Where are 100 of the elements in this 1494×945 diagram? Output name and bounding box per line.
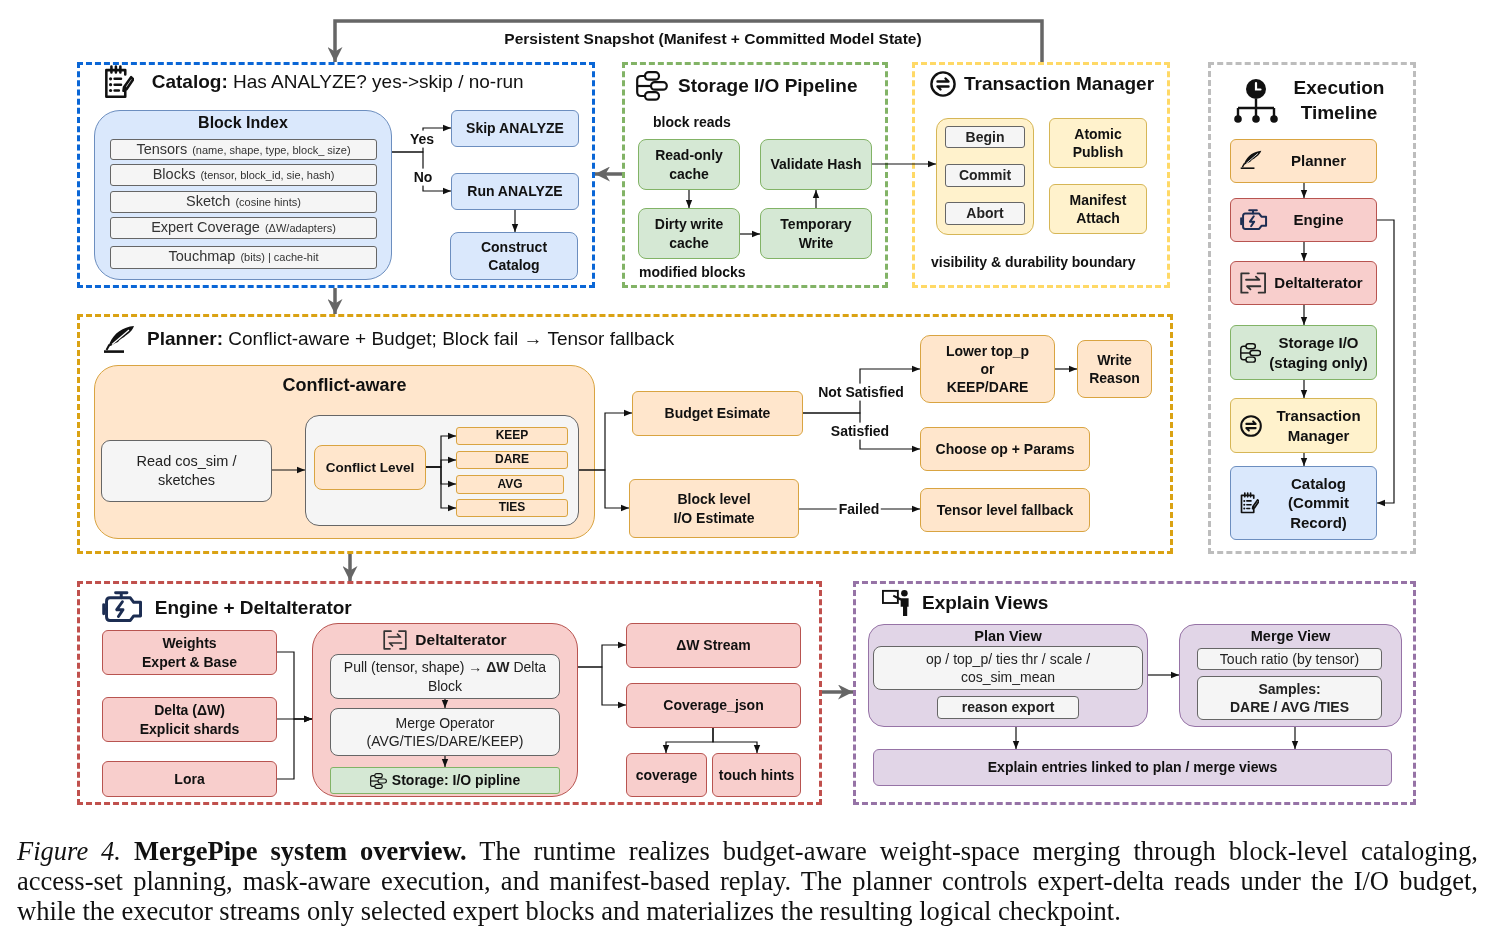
index-row xyxy=(110,191,377,213)
arrow xyxy=(1300,304,1308,326)
arrow xyxy=(871,160,937,168)
arrow xyxy=(441,698,449,709)
process-box xyxy=(456,427,568,445)
box-label: Atomic Publish xyxy=(1071,124,1125,162)
section-title: Explain Views xyxy=(922,590,1049,615)
box-label: Coverage_json xyxy=(663,696,764,715)
arrow xyxy=(1300,452,1308,467)
box-label: Read cos_sim / sketches xyxy=(135,452,238,490)
box-label: Merge Operator (AVG/TIES/DARE/KEEP) xyxy=(365,713,525,751)
arrow xyxy=(1012,726,1020,750)
box-label: DARE xyxy=(495,452,529,468)
arrow xyxy=(441,755,449,768)
arrow xyxy=(327,288,343,314)
box-label: Write Reason xyxy=(1088,350,1141,388)
process-box xyxy=(638,208,740,259)
section-title: Execution Timeline xyxy=(1292,76,1386,125)
node-caption: block reads xyxy=(653,114,731,130)
box-label: Run ANALYZE xyxy=(467,182,563,201)
box-label: Conflict Level xyxy=(325,458,415,477)
process-box xyxy=(638,139,740,190)
field-name: Tensors xyxy=(136,140,188,159)
box-label: AVG xyxy=(497,476,523,493)
process-box xyxy=(450,232,578,280)
group-panel xyxy=(305,415,579,526)
box-label: reason export xyxy=(961,698,1055,717)
group-panel xyxy=(936,118,1034,235)
arrow xyxy=(739,230,761,238)
arrow xyxy=(595,166,622,182)
box-label: Delta (ΔW) Explicit shards xyxy=(138,701,241,738)
group-panel xyxy=(312,623,578,797)
box-label: KEEP xyxy=(495,428,529,444)
box-label: Construct Catalog xyxy=(479,237,549,275)
box-label: Budget Esimate xyxy=(664,404,771,423)
timeline-step-box xyxy=(1230,466,1377,540)
arrow xyxy=(342,554,358,581)
arrow xyxy=(577,666,627,709)
process-box xyxy=(456,499,568,517)
dashed-section-frame xyxy=(853,581,1416,805)
process-box xyxy=(760,208,872,259)
process-box xyxy=(456,451,568,469)
box-label: DeltaIterator xyxy=(1274,273,1363,293)
edge-label: Not Satisfied xyxy=(816,383,906,401)
index-row xyxy=(110,164,377,186)
box-label: Block level I/O Estimate xyxy=(672,490,756,527)
box-label: Catalog (Commit Record) xyxy=(1287,473,1350,533)
box-label: ΔW Stream xyxy=(676,636,751,655)
box-label: Temporary Write xyxy=(779,215,853,252)
box-label: Begin xyxy=(965,127,1005,147)
arrow xyxy=(1147,671,1180,679)
field-name: Expert Coverage xyxy=(151,218,260,237)
index-row xyxy=(110,139,377,160)
process-box xyxy=(760,139,872,190)
field-details: (tensor, block_id, sie, hash) xyxy=(200,168,335,183)
process-box xyxy=(632,391,803,436)
index-row xyxy=(110,246,377,269)
field-name: Touchmap xyxy=(168,247,236,266)
box-label: Weights Expert & Base xyxy=(141,634,238,671)
section-title: Catalog: Has ANALYZE? yes->skip / no-run xyxy=(151,69,524,94)
field-details: (cosine hints) xyxy=(235,195,301,210)
arrow xyxy=(812,189,820,209)
section-title: Transaction Manager xyxy=(964,71,1155,96)
box-label: DARE / AVG /TIES xyxy=(1230,698,1349,717)
box-label: Storage: I/O pipline xyxy=(391,771,521,790)
arrow xyxy=(276,715,313,780)
section-title: Engine + DeltaIterator xyxy=(154,595,352,620)
dashed-section-frame xyxy=(77,62,595,288)
process-box xyxy=(945,164,1025,187)
box-label: Storage I/O (staging only) xyxy=(1268,333,1369,372)
process-box xyxy=(314,445,426,490)
process-box xyxy=(626,683,801,728)
panel-title: Merge View xyxy=(1250,627,1331,646)
box-label: Lower top_p or KEEP/DARE xyxy=(944,341,1031,397)
process-box xyxy=(920,335,1055,403)
process-box xyxy=(330,708,560,756)
figure-caption: Figure 4. MergePipe system overview. The runtime realizes budget-aware weight-space merging through block-level cataloging, access-set planning, mask-aware execution, and manifest-based replay. The planner controls expert-delta reads under the I/O budget, while the executor streams only selected expert blocks and materializes the resulting logical checkpoint. xyxy=(17,836,1478,926)
box-label: Transaction Manager xyxy=(1275,406,1362,445)
arrow xyxy=(1300,379,1308,399)
process-box xyxy=(945,126,1025,148)
process-box xyxy=(451,110,579,147)
process-box xyxy=(1197,676,1382,720)
box-label: Choose op + Params xyxy=(935,439,1075,459)
process-box xyxy=(626,753,707,797)
process-box xyxy=(920,488,1090,532)
box-label: Commit xyxy=(958,166,1012,185)
panel-title: Block Index xyxy=(198,113,288,133)
arrow xyxy=(271,466,306,474)
panel-title: DeltaIterator xyxy=(415,630,507,650)
arrow xyxy=(511,209,519,233)
timeline-step-box xyxy=(1230,139,1377,183)
box-label: Lora xyxy=(174,769,205,789)
edge-label: Satisfied xyxy=(828,422,892,440)
dashed-section-frame xyxy=(1208,62,1416,554)
timeline-step-box xyxy=(1230,261,1377,305)
process-box xyxy=(451,173,579,210)
timeline-step-box xyxy=(1230,198,1377,242)
group-panel xyxy=(1179,624,1402,727)
process-box xyxy=(102,697,277,742)
process-box xyxy=(626,623,801,668)
